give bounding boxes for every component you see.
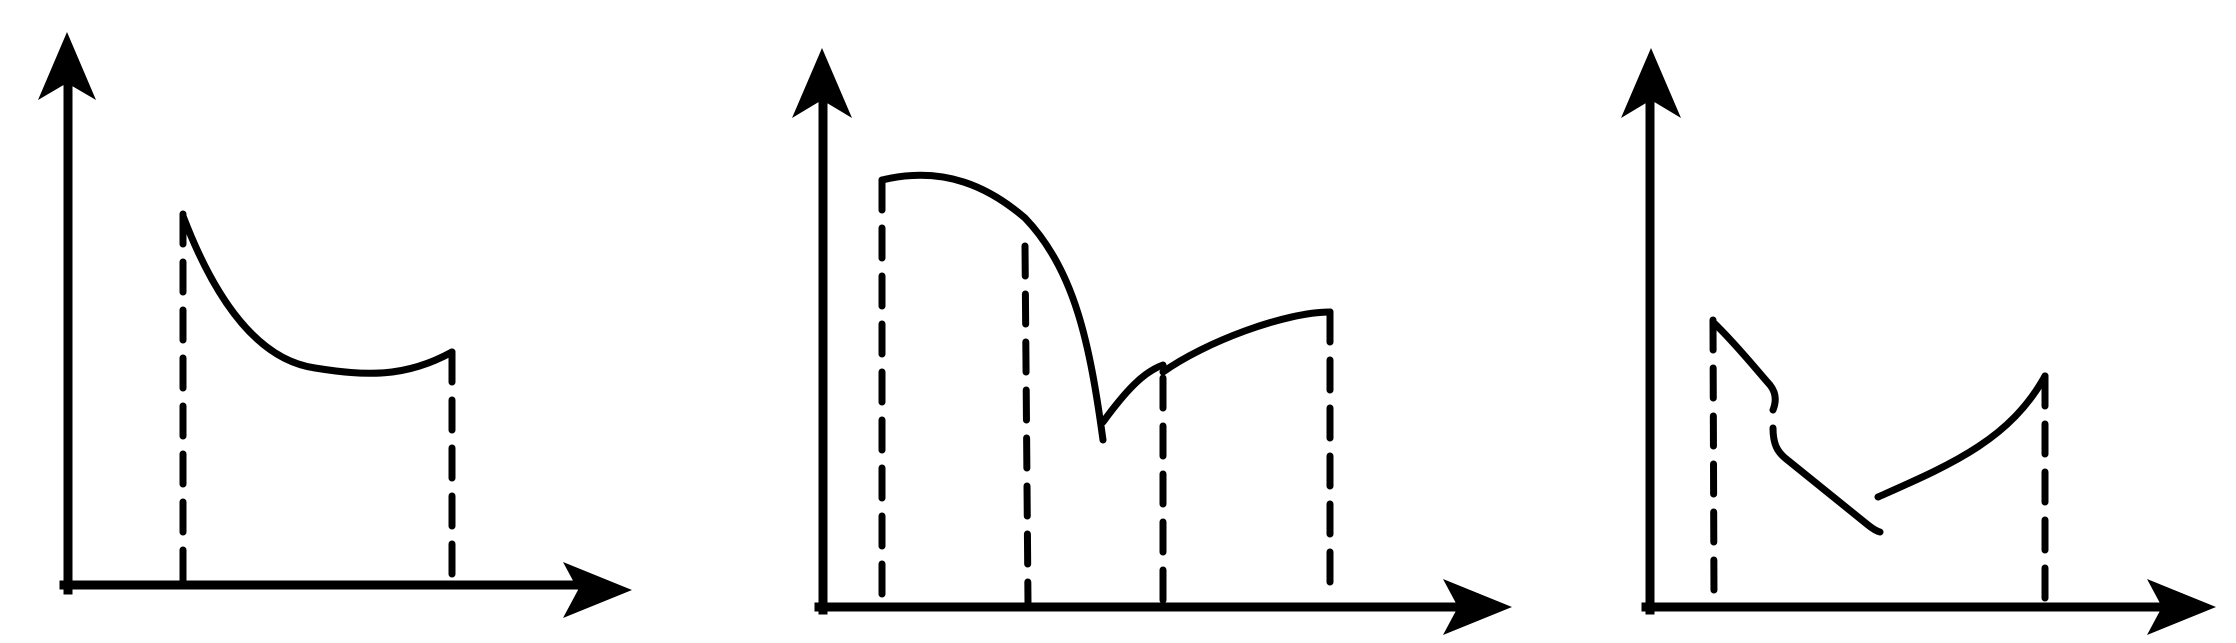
panel-3-curve-middle xyxy=(1769,424,1884,536)
panel-2-curve-right xyxy=(1159,308,1334,376)
panel-2-curve-left xyxy=(878,171,1107,444)
panel-3-curve-left xyxy=(1709,318,1779,414)
panel-3-curve-right xyxy=(1874,372,2049,501)
panel-1-curve xyxy=(179,212,456,377)
panel-2-x-arrowhead xyxy=(1443,579,1512,635)
panel-3-y-arrowhead xyxy=(1621,48,1681,118)
panel-2-curve-middle xyxy=(1099,361,1167,426)
panel-2-y-arrowhead xyxy=(792,48,852,118)
panel-3 xyxy=(1621,48,2216,635)
panel-1-y-arrowhead xyxy=(38,32,96,100)
panel-2-guide-2 xyxy=(1021,242,1032,607)
panel-1 xyxy=(38,32,632,618)
panel-3-guide-left xyxy=(1709,316,1718,607)
panel-1-x-arrowhead xyxy=(563,562,632,618)
panel-3-x-arrowhead xyxy=(2147,579,2216,635)
panel-2 xyxy=(792,48,1512,635)
